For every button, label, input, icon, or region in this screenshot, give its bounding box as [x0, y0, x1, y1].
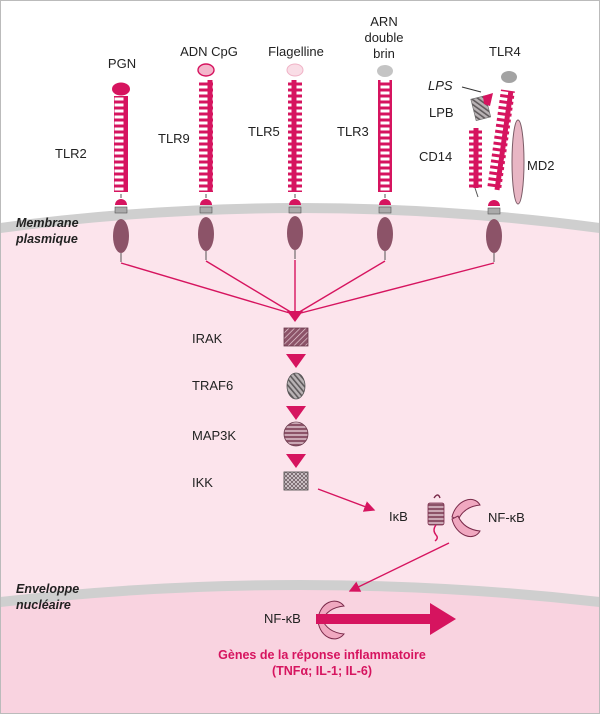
arn-ligand	[377, 65, 393, 77]
tlr2-ectodomain	[114, 96, 128, 192]
lps-label: LPS	[428, 78, 453, 93]
tlr9-receptor	[198, 80, 214, 260]
lps-pointer	[461, 86, 482, 93]
ikk-node	[283, 471, 309, 491]
tlr4-tir-domain	[486, 219, 502, 253]
tlr5-tir-domain	[287, 216, 303, 250]
cd14-coreceptor	[469, 128, 482, 188]
ikb-protein	[427, 494, 445, 542]
tlr2-receptor	[113, 96, 129, 262]
lps-ligand	[483, 93, 493, 106]
membrane-label: Membrane	[16, 216, 79, 230]
tlr3-label: TLR3	[337, 124, 369, 139]
nuclear-envelope-label: Enveloppe	[16, 582, 79, 596]
tlr2-cap	[115, 199, 127, 205]
adn-cpg-label: ADN CpG	[180, 44, 238, 59]
arn-label-line2: double	[364, 30, 403, 45]
tlr3-cap	[379, 199, 391, 205]
irak-label: IRAK	[192, 331, 223, 346]
arrow-traf6-map3k	[286, 406, 306, 420]
tlr4-ligand	[501, 71, 517, 83]
tlr5-ectodomain	[288, 80, 302, 192]
tlr5-label: TLR5	[248, 124, 280, 139]
arn-label-line1: ARN	[370, 14, 397, 29]
ikk-label: IKK	[192, 475, 213, 490]
genes-label-line1: Gènes de la réponse inflammatoire	[218, 648, 426, 662]
tlr5-cap	[289, 199, 301, 205]
tlr4-label: TLR4	[489, 44, 521, 59]
arrow-nfkb-nucleus	[348, 542, 450, 592]
genes-label-line2: (TNFα; IL-1; IL-6)	[272, 664, 372, 678]
pgn-ligand	[112, 82, 130, 96]
tlr3-tir-domain	[377, 217, 393, 251]
tlr9-label: TLR9	[158, 131, 190, 146]
tlr5-transmembrane	[288, 206, 302, 214]
tlr9-tir-domain	[198, 217, 214, 251]
nfkb-nucleus-label: NF-κB	[264, 611, 301, 626]
md2-coreceptor	[511, 119, 525, 205]
nuclear-envelope	[0, 580, 600, 607]
map3k-node	[283, 421, 309, 447]
tlr3-receptor	[377, 80, 393, 260]
tlr9-cap	[200, 199, 212, 205]
cd14-label: CD14	[419, 149, 452, 164]
flagelline-label: Flagelline	[268, 44, 324, 59]
convergence-lines	[120, 260, 495, 315]
md2-label: MD2	[527, 158, 554, 173]
tlr2-transmembrane	[114, 206, 128, 214]
map3k-label: MAP3K	[192, 428, 236, 443]
tlr4-receptor	[486, 89, 515, 262]
tlr4-ectodomain	[487, 89, 515, 191]
tlr3-ectodomain	[378, 80, 392, 192]
traf6-label: TRAF6	[192, 378, 233, 393]
irak-node	[283, 327, 309, 347]
tlr9-ectodomain	[199, 80, 213, 192]
tlr2-label: TLR2	[55, 146, 87, 161]
pgn-label: PGN	[108, 56, 136, 71]
tlr4-cap	[488, 200, 500, 206]
tlr3-transmembrane	[378, 206, 392, 214]
ikb-label: IκB	[389, 509, 408, 524]
tlr2-tir-domain	[113, 219, 129, 253]
arn-label-line3: brin	[373, 46, 395, 61]
gene-transcription-arrow	[316, 603, 456, 635]
traf6-node	[286, 372, 306, 400]
lpb-label: LPB	[429, 105, 454, 120]
adn-cpg-ligand	[197, 63, 215, 77]
tlr5-receptor	[287, 80, 303, 259]
arrow-irak-traf6	[286, 354, 306, 368]
flagelline-ligand	[286, 63, 304, 77]
arrow-map3k-ikk	[286, 454, 306, 468]
tlr9-transmembrane	[199, 206, 213, 214]
convergence-arrowhead	[287, 311, 303, 322]
arrow-ikk-ikb	[317, 488, 376, 512]
tlr4-transmembrane	[487, 207, 501, 215]
nfkb-label: NF-κB	[488, 510, 525, 525]
membrane-label-2: plasmique	[15, 232, 78, 246]
nfkb-dimer	[451, 498, 481, 538]
nuclear-envelope-label-2: nucléaire	[16, 598, 71, 612]
